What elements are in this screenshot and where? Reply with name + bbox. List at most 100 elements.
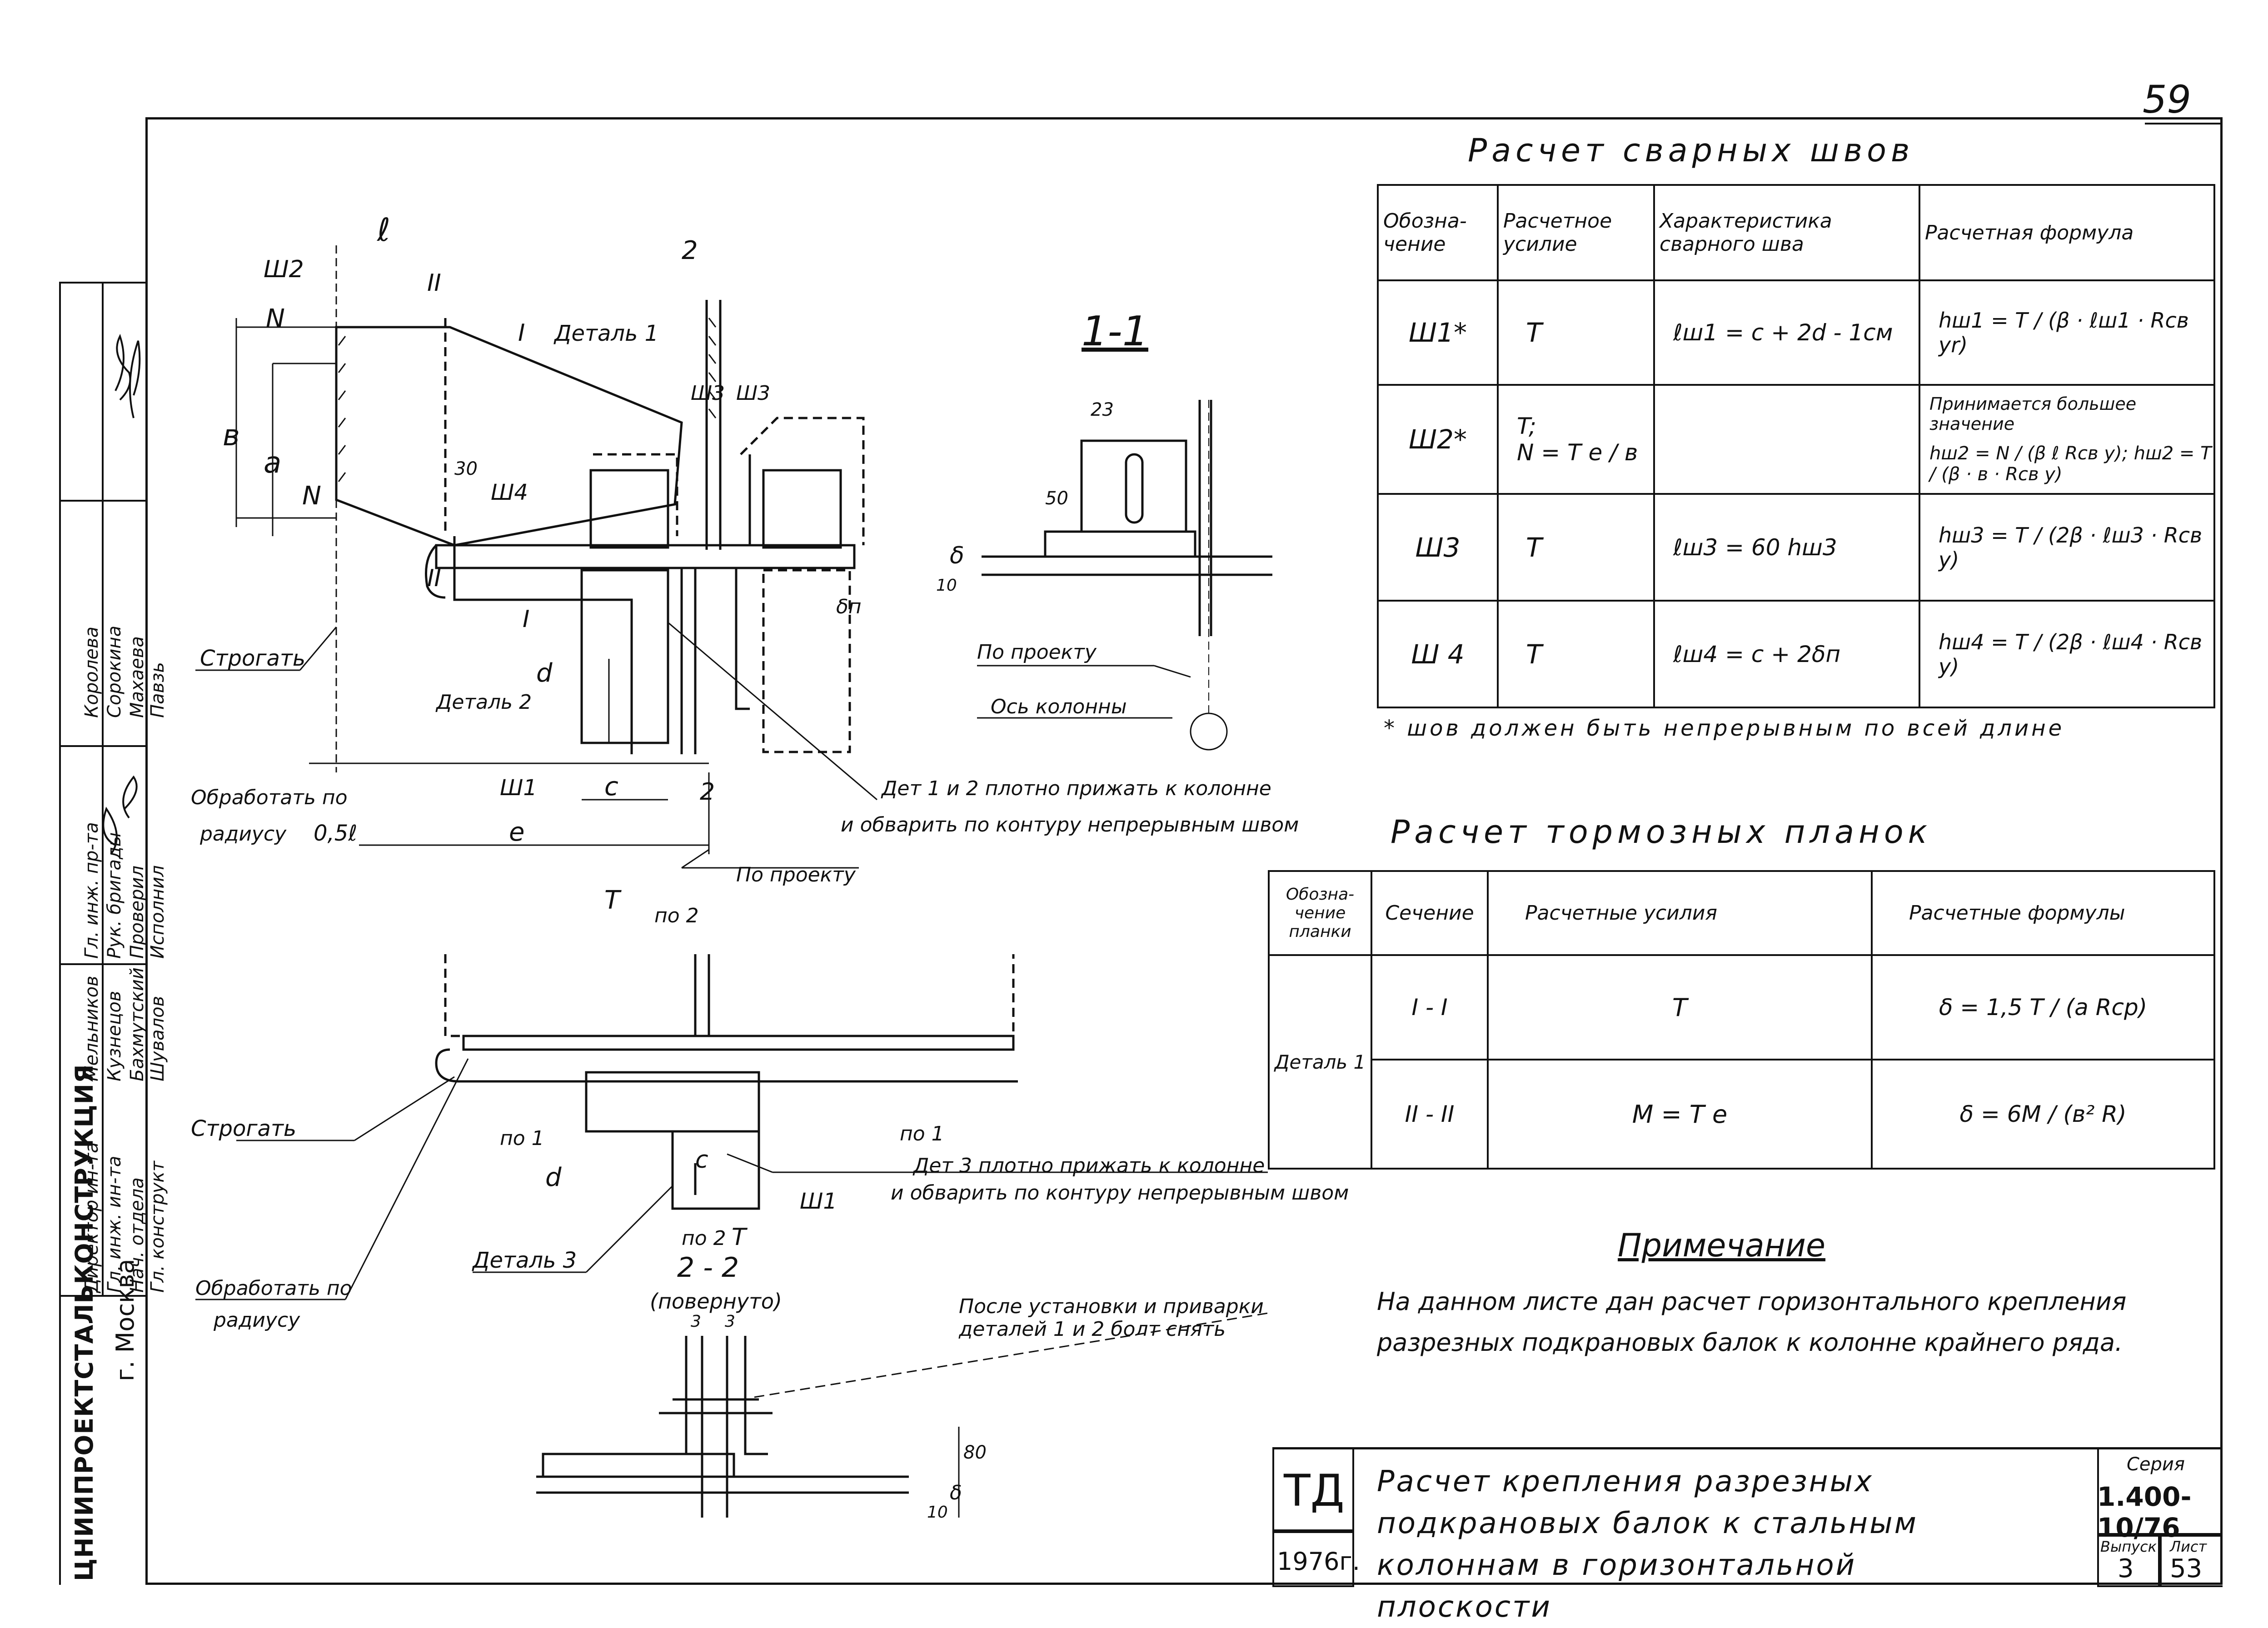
welds-title: Расчет сварных швов <box>1468 132 1914 169</box>
lbl-po1-left: по 1 <box>500 1127 544 1150</box>
lbl-po2-top: по 2 <box>654 904 699 927</box>
lbl-delta-p: δп <box>836 595 862 618</box>
lbl-strogat-bottom: Строгать <box>191 1116 296 1141</box>
page-number: 59 <box>2143 77 2191 122</box>
lbl-l: ℓ <box>377 211 390 249</box>
stamp-issue: 3 <box>2118 1554 2134 1583</box>
lbl-c-bottom: c <box>695 1146 708 1174</box>
lbl-det3b: и обварить по контуру непрерывным швом <box>891 1181 1349 1205</box>
title-block: ТД 1976г. Расчет крепления разрезных под… <box>1272 1447 2223 1624</box>
brakes-row-1-formula: δ = 1,5 T / (a Rср) <box>1871 954 2215 1060</box>
stamp-title: Расчет крепления разрезных подкрановых б… <box>1377 1465 1918 1624</box>
lbl-I-bottom: I <box>523 606 529 633</box>
brakes-table: Обозна- чение планки Сечение Расчетные у… <box>1268 870 2215 1170</box>
stamp-sheet-label: Лист <box>2170 1538 2207 1555</box>
welds-header-force: Расчетное усилие <box>1497 184 1655 281</box>
lbl-c-top: c <box>604 772 618 802</box>
stamp-series: 1.400-10/76 <box>2097 1481 2192 1543</box>
lbl-T-bottom: T <box>732 1224 748 1251</box>
note-title: Примечание <box>1618 1227 1826 1264</box>
weld-row-3-formula: hш3 = T / (2β · ℓш3 · Rсв y) <box>1919 493 2215 602</box>
lbl-delta-11: δ <box>950 542 964 569</box>
lbl-po-proektu-1: По проекту <box>736 863 856 886</box>
weld-row-2-formula: hш2 = N / (β ℓ Rсв y); hш2 = T / (β · в … <box>1929 443 2212 485</box>
brakes-title: Расчет тормозных планок <box>1391 813 1932 851</box>
lbl-2-top: 2 <box>682 236 698 265</box>
welds-header-designation: Обозна- чение <box>1377 184 1499 281</box>
welds-header-characteristic: Характеристика сварного шва <box>1653 184 1920 281</box>
page-number-underline <box>2145 123 2222 124</box>
lbl-os-kolonny: Ось колонны <box>991 695 1127 718</box>
weld-row-2-designation: Ш2* <box>1377 384 1499 495</box>
lbl-section11: 1-1 <box>1082 308 1148 355</box>
weld-row-1-force: T <box>1497 279 1655 386</box>
lbl-sh3-left: Ш3 <box>691 382 725 405</box>
lbl-detail2: Деталь 2 <box>435 691 532 714</box>
lbl-obrabotat-top: Обработать по <box>191 786 348 809</box>
weld-row-3-force: T <box>1497 493 1655 602</box>
stamp-sheet: 53 <box>2170 1554 2203 1583</box>
lbl-N-bottom: N <box>302 481 321 511</box>
lbl-half-l: 0,5ℓ <box>314 821 357 846</box>
lbl-30: 30 <box>454 458 478 479</box>
lbl-v: в <box>223 419 240 453</box>
lbl-23: 23 <box>1091 399 1114 420</box>
lbl-sh1-bottom: Ш1 <box>800 1189 837 1214</box>
note-text: На данном листе дан расчет горизонтально… <box>1377 1287 2127 1357</box>
lbl-3-left: 3 <box>691 1312 701 1331</box>
brakes-header-section: Сечение <box>1371 870 1489 956</box>
lbl-I-top: I <box>518 319 525 347</box>
brakes-row-1-force: T <box>1487 954 1873 1060</box>
lbl-radiusu-bottom: радиусу <box>213 1309 300 1332</box>
signatures <box>102 334 141 855</box>
weld-row-3-characteristic: ℓш3 = 60 hш3 <box>1653 493 1920 602</box>
lbl-det12: Дет 1 и 2 плотно прижать к колонне <box>881 777 1271 800</box>
weld-row-1-designation: Ш1* <box>1377 279 1499 386</box>
lbl-2-bottom: 2 <box>700 778 715 806</box>
lbl-obrabotat-bottom: Обработать по <box>195 1277 352 1300</box>
lbl-po1-right: по 1 <box>900 1122 944 1145</box>
brakes-header-formula: Расчетные формулы <box>1871 870 2215 956</box>
drawing-frame <box>145 117 2223 1585</box>
weld-row-4-formula: hш4 = T / (2β · ℓш4 · Rсв y) <box>1919 600 2215 708</box>
lbl-3-right: 3 <box>725 1312 735 1331</box>
weld-row-1-formula: hш1 = T / (β · ℓш1 · Rсв yr) <box>1919 279 2215 386</box>
left-title-strip: ЦНИИПРОЕКТСТАЛЬКОНСТРУКЦИЯ г. Москва Дир… <box>59 282 168 1585</box>
lbl-10-bottom: 10 <box>927 1503 948 1522</box>
weld-row-4-designation: Ш 4 <box>1377 600 1499 708</box>
brakes-row-2-section: II - II <box>1371 1059 1489 1170</box>
lbl-N-top: N <box>266 304 285 334</box>
weld-row-1-characteristic: ℓш1 = c + 2d - 1см <box>1653 279 1920 386</box>
weld-row-4-force: T <box>1497 600 1655 708</box>
weld-row-2-characteristic <box>1653 384 1920 495</box>
brakes-row-1-section: I - I <box>1371 954 1489 1060</box>
lbl-d-top: d <box>536 658 553 688</box>
lbl-sh3-right: Ш3 <box>736 382 770 405</box>
welds-footnote: * шов должен быть непрерывным по всей дл… <box>1384 716 2065 741</box>
lbl-sh2: Ш2 <box>264 256 304 283</box>
stamp-td: ТД <box>1284 1465 1345 1516</box>
welds-header-formula: Расчетная формула <box>1919 184 2215 281</box>
brakes-row-2-force: M = T e <box>1487 1059 1873 1170</box>
lbl-povernuto: (повернуто) <box>650 1289 782 1314</box>
weld-row-2-note: Принимается большее значение <box>1929 394 2137 434</box>
lbl-sh4: Ш4 <box>491 480 528 505</box>
lbl-d-bottom: d <box>545 1163 562 1192</box>
lbl-posle: После установки и приварки <box>959 1295 1264 1318</box>
lbl-section22: 2 - 2 <box>677 1252 739 1284</box>
weld-row-3-designation: Ш3 <box>1377 493 1499 602</box>
lbl-po-proektu-2: По проекту <box>977 641 1097 664</box>
lbl-e: e <box>509 817 524 847</box>
stamp-issue-label: Выпуск <box>2100 1538 2157 1555</box>
brakes-header-force: Расчетные усилия <box>1487 870 1873 956</box>
brakes-header-designation: Обозна- чение планки <box>1268 870 1372 956</box>
lbl-po2-bottom: по 2 <box>682 1227 726 1250</box>
lbl-posleb: деталей 1 и 2 болт снять <box>958 1318 1226 1341</box>
lbl-II-top: II <box>427 269 441 297</box>
lbl-strogat-top: Строгать <box>200 646 305 671</box>
weld-row-2-force: T; N = T e / в <box>1497 384 1655 495</box>
lbl-10-11: 10 <box>936 576 957 595</box>
welds-table: Обозна- чение Расчетное усилие Характери… <box>1377 184 2215 708</box>
lbl-II-bottom: II <box>427 565 441 592</box>
